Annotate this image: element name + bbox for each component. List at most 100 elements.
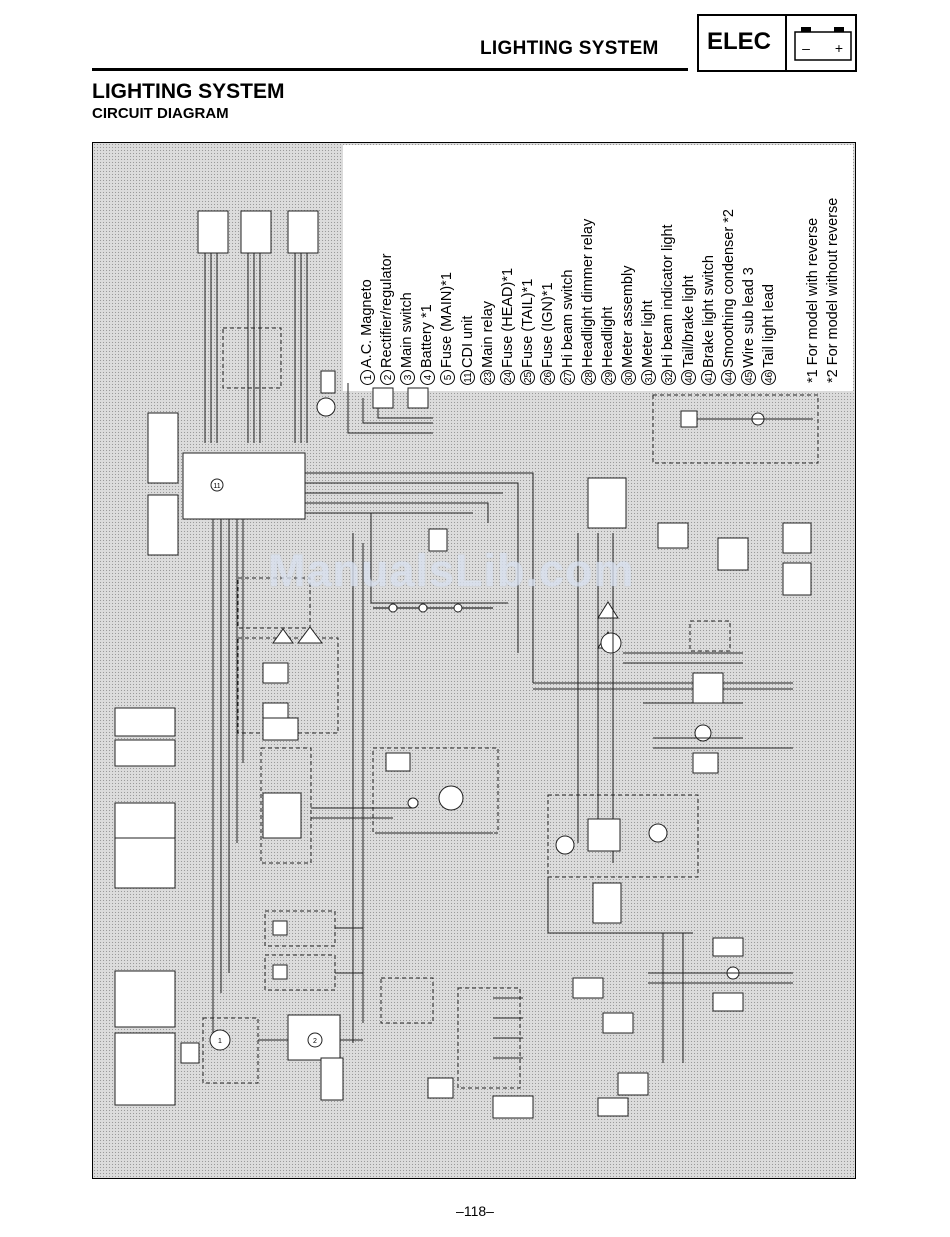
legend-label: Hi beam indicator light — [660, 224, 677, 368]
legend-label: Fuse (IGN)*1 — [539, 282, 556, 368]
legend-label: A.C. Magneto — [359, 279, 376, 368]
page-number: –118– — [456, 1203, 494, 1219]
headlight-triangle — [597, 601, 619, 619]
legend-label: Main switch — [399, 292, 416, 368]
legend-number: 25 — [520, 369, 536, 385]
legend-label: Headlight dimmer relay — [580, 218, 597, 368]
magneto-label: 1 — [218, 1038, 222, 1045]
battery-plus-label: + — [835, 40, 843, 56]
elec-badge-label: ELEC — [707, 28, 772, 55]
section-header-title: LIGHTING SYSTEM — [480, 38, 659, 59]
legend-label: Fuse (HEAD)*1 — [499, 267, 516, 368]
legend-number: 24 — [500, 369, 516, 385]
legend-label: CDI unit — [459, 315, 476, 368]
legend-label: Rectifier/regulator — [379, 253, 396, 368]
magneto-block — [202, 1017, 259, 1084]
legend-number: 46 — [761, 369, 777, 385]
legend-number: 30 — [620, 369, 636, 385]
meter-light — [600, 632, 622, 654]
legend-item: 1 A.C. Magneto — [357, 145, 377, 385]
legend-number: 31 — [640, 369, 656, 385]
watermark: ManualsLib.com — [268, 545, 635, 596]
legend-label: Brake light switch — [700, 255, 717, 368]
left-coupler — [147, 412, 179, 484]
footnotes: *1 For model with reverse *2 For model w… — [803, 143, 863, 383]
legend-number: 40 — [681, 369, 697, 385]
legend-label: Smoothing condenser *2 — [720, 209, 737, 368]
connector-group — [287, 210, 319, 254]
legend-number: 4 — [419, 370, 435, 385]
legend-item: 2 Rectifier/regulator — [377, 145, 397, 385]
rectifier-label: 2 — [313, 1038, 317, 1045]
legend-number: 32 — [660, 369, 676, 385]
legend-number: 23 — [480, 369, 496, 385]
legend-item: 3 Main switch — [397, 145, 417, 385]
legend-number: 27 — [560, 369, 576, 385]
footnote: *2 For model without reverse — [825, 197, 841, 383]
circuit-diagram: 11 1 2 1 A.C. Magneto 2 Rectifier/regulato… — [92, 142, 856, 1179]
side-connector — [320, 370, 336, 394]
legend-number: 26 — [540, 369, 556, 385]
triangle-switch — [297, 626, 323, 644]
battery-symbol — [438, 785, 464, 811]
legend-label: Wire sub lead 3 — [740, 267, 757, 368]
connector-pair — [114, 837, 176, 889]
connector-pair — [114, 1032, 176, 1106]
legend-item: 11 CDI unit — [457, 145, 477, 385]
connector-pair — [114, 970, 176, 1028]
magneto — [209, 1029, 231, 1051]
connector-group — [197, 210, 229, 254]
triangle-switch — [272, 628, 294, 644]
tail-light-box — [652, 394, 819, 464]
legend-number: 45 — [741, 369, 757, 385]
legend-number: 2 — [379, 370, 395, 385]
legend-number: 28 — [580, 369, 596, 385]
legend-number: 44 — [721, 369, 737, 385]
legend-item: 4 Battery *1 — [417, 145, 437, 385]
legend-label: Fuse (MAIN)*1 — [439, 272, 456, 368]
legend-number: 41 — [701, 369, 717, 385]
legend-label: Tail/brake light — [680, 275, 697, 368]
legend-label: Hi beam switch — [559, 269, 576, 368]
cdi-label: 11 — [213, 483, 220, 490]
legend-number: 11 — [460, 370, 476, 385]
battery-icon: – + — [794, 27, 852, 61]
legend-number: 3 — [399, 370, 415, 385]
legend-number: 5 — [439, 370, 455, 385]
legend-panel — [343, 145, 853, 391]
footnote: *1 For model with reverse — [805, 217, 821, 383]
wiring-drawing: 11 1 2 — [114, 210, 819, 1119]
elec-badge: ELEC – + — [697, 14, 857, 72]
left-coupler — [147, 494, 179, 556]
legend-label: Meter assembly — [620, 265, 637, 368]
connector-group — [240, 210, 272, 254]
legend-label: Fuse (TAIL)*1 — [519, 278, 536, 368]
main-switch-block — [260, 747, 312, 864]
legend-list: 1 A.C. Magneto 2 Rectifier/regulator 3 Main… — [357, 145, 862, 385]
legend-label: Main relay — [479, 300, 496, 368]
legend-number: 1 — [359, 370, 375, 385]
connector-pair — [114, 739, 176, 767]
battery-minus-label: – — [802, 40, 810, 56]
page-title: LIGHTING SYSTEM — [92, 80, 285, 103]
elec-badge-divider — [785, 16, 787, 70]
legend-label: Tail light lead — [760, 284, 777, 368]
legend-item: 5 Fuse (MAIN)*1 — [437, 145, 457, 385]
meter-assembly — [547, 794, 699, 878]
legend-label: Meter light — [640, 300, 657, 368]
page-subtitle: CIRCUIT DIAGRAM — [92, 105, 229, 122]
legend-label: Battery *1 — [419, 304, 436, 368]
